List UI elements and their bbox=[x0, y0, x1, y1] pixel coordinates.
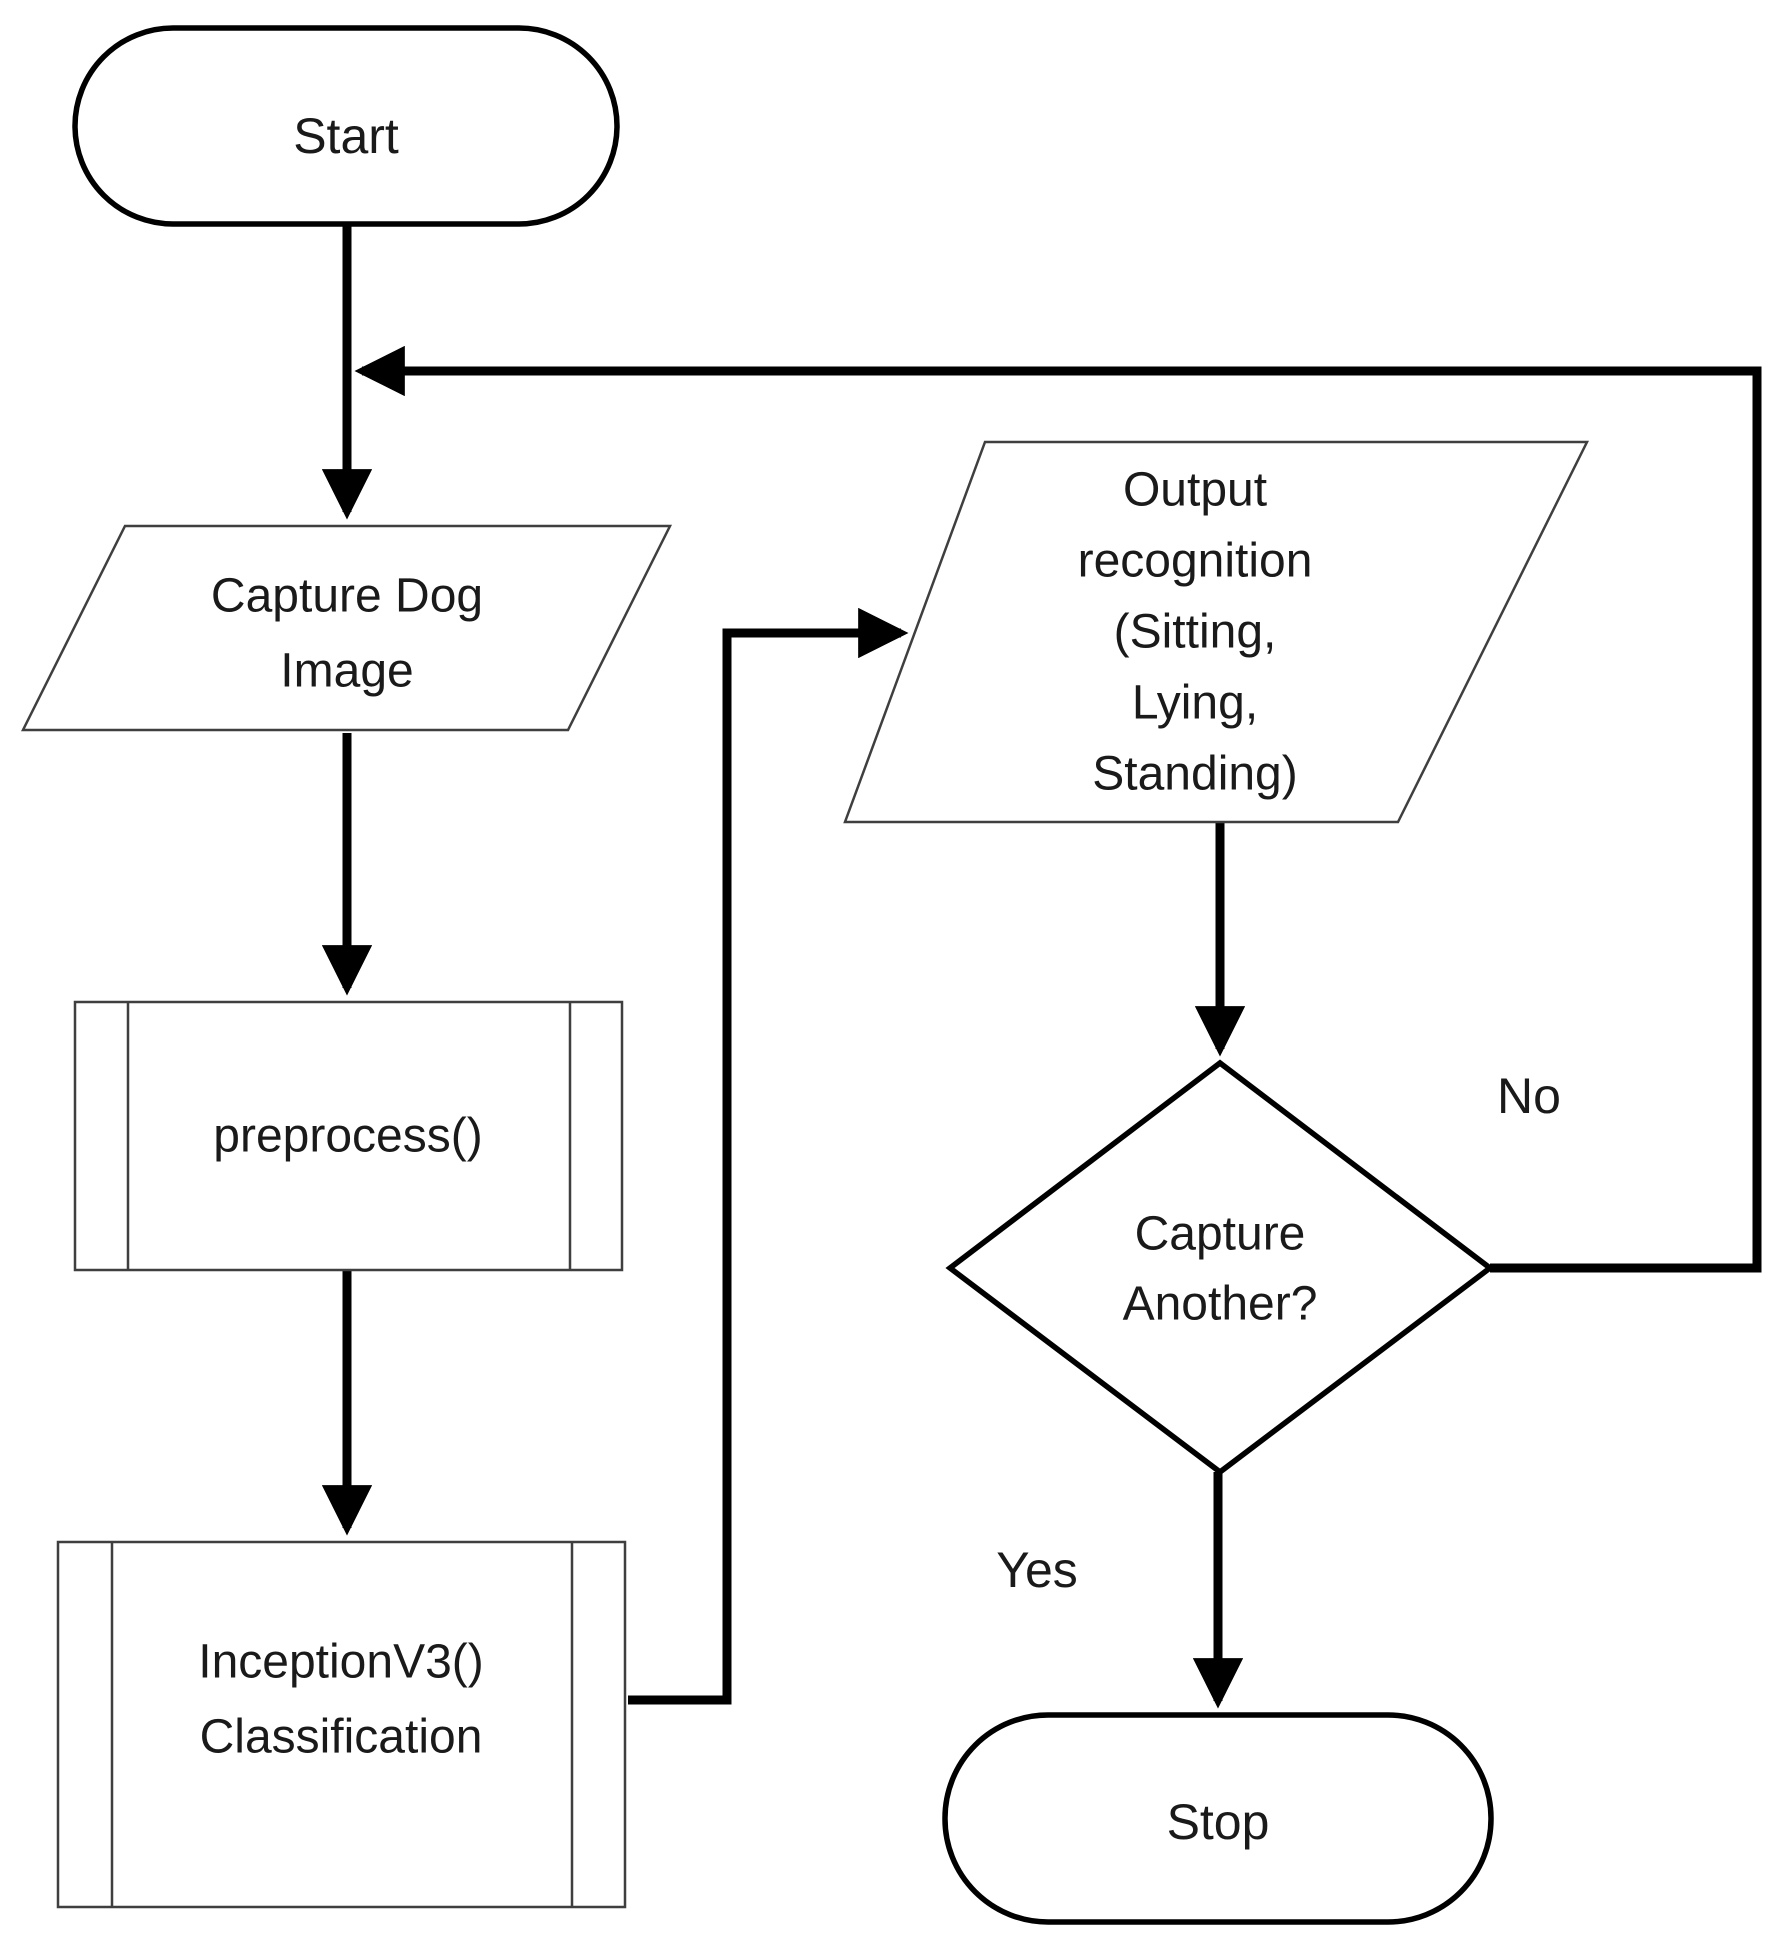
output-label-line1: Output bbox=[1123, 464, 1267, 517]
output-label-line4: Lying, bbox=[1132, 677, 1258, 730]
node-stop: Stop bbox=[942, 1712, 1494, 1925]
output-label-line3: (Sitting, bbox=[1114, 606, 1277, 659]
capture-parallelogram-shape bbox=[20, 524, 673, 732]
decision-label-line1: Capture bbox=[1135, 1208, 1306, 1261]
decision-diamond-shape bbox=[945, 1059, 1495, 1476]
node-capture-dog-image: Capture Dog Image bbox=[20, 524, 673, 732]
edge-label-yes: Yes bbox=[996, 1542, 1078, 1598]
node-inceptionv3-classification: InceptionV3() Classification bbox=[56, 1540, 627, 1909]
output-label-line5: Standing) bbox=[1092, 748, 1297, 801]
node-capture-another-decision: Capture Another? bbox=[945, 1059, 1495, 1476]
edge-label-no: No bbox=[1497, 1068, 1561, 1124]
capture-label-line2: Image bbox=[280, 645, 413, 698]
start-label: Start bbox=[293, 108, 399, 164]
inception-box-shape bbox=[56, 1540, 627, 1909]
preprocess-label: preprocess() bbox=[213, 1110, 482, 1163]
connectors bbox=[321, 224, 1762, 1709]
node-preprocess: preprocess() bbox=[73, 1000, 624, 1272]
decision-label-line2: Another? bbox=[1123, 1278, 1318, 1331]
connector-inception-to-output bbox=[628, 607, 909, 1705]
connector-decision-no-feedback bbox=[354, 345, 1762, 1273]
start-terminator-shape bbox=[72, 25, 620, 227]
stop-label: Stop bbox=[1167, 1794, 1270, 1850]
capture-label-line1: Capture Dog bbox=[211, 570, 483, 623]
node-start: Start bbox=[72, 25, 620, 227]
output-label-line2: recognition bbox=[1078, 535, 1313, 588]
inception-label-line1: InceptionV3() bbox=[198, 1636, 484, 1689]
output-parallelogram-shape bbox=[843, 440, 1590, 824]
inception-label-line2: Classification bbox=[200, 1711, 483, 1764]
preprocess-box-shape bbox=[73, 1000, 624, 1272]
stop-terminator-shape bbox=[942, 1712, 1494, 1925]
node-output-recognition: Output recognition (Sitting, Lying, Stan… bbox=[843, 440, 1590, 824]
